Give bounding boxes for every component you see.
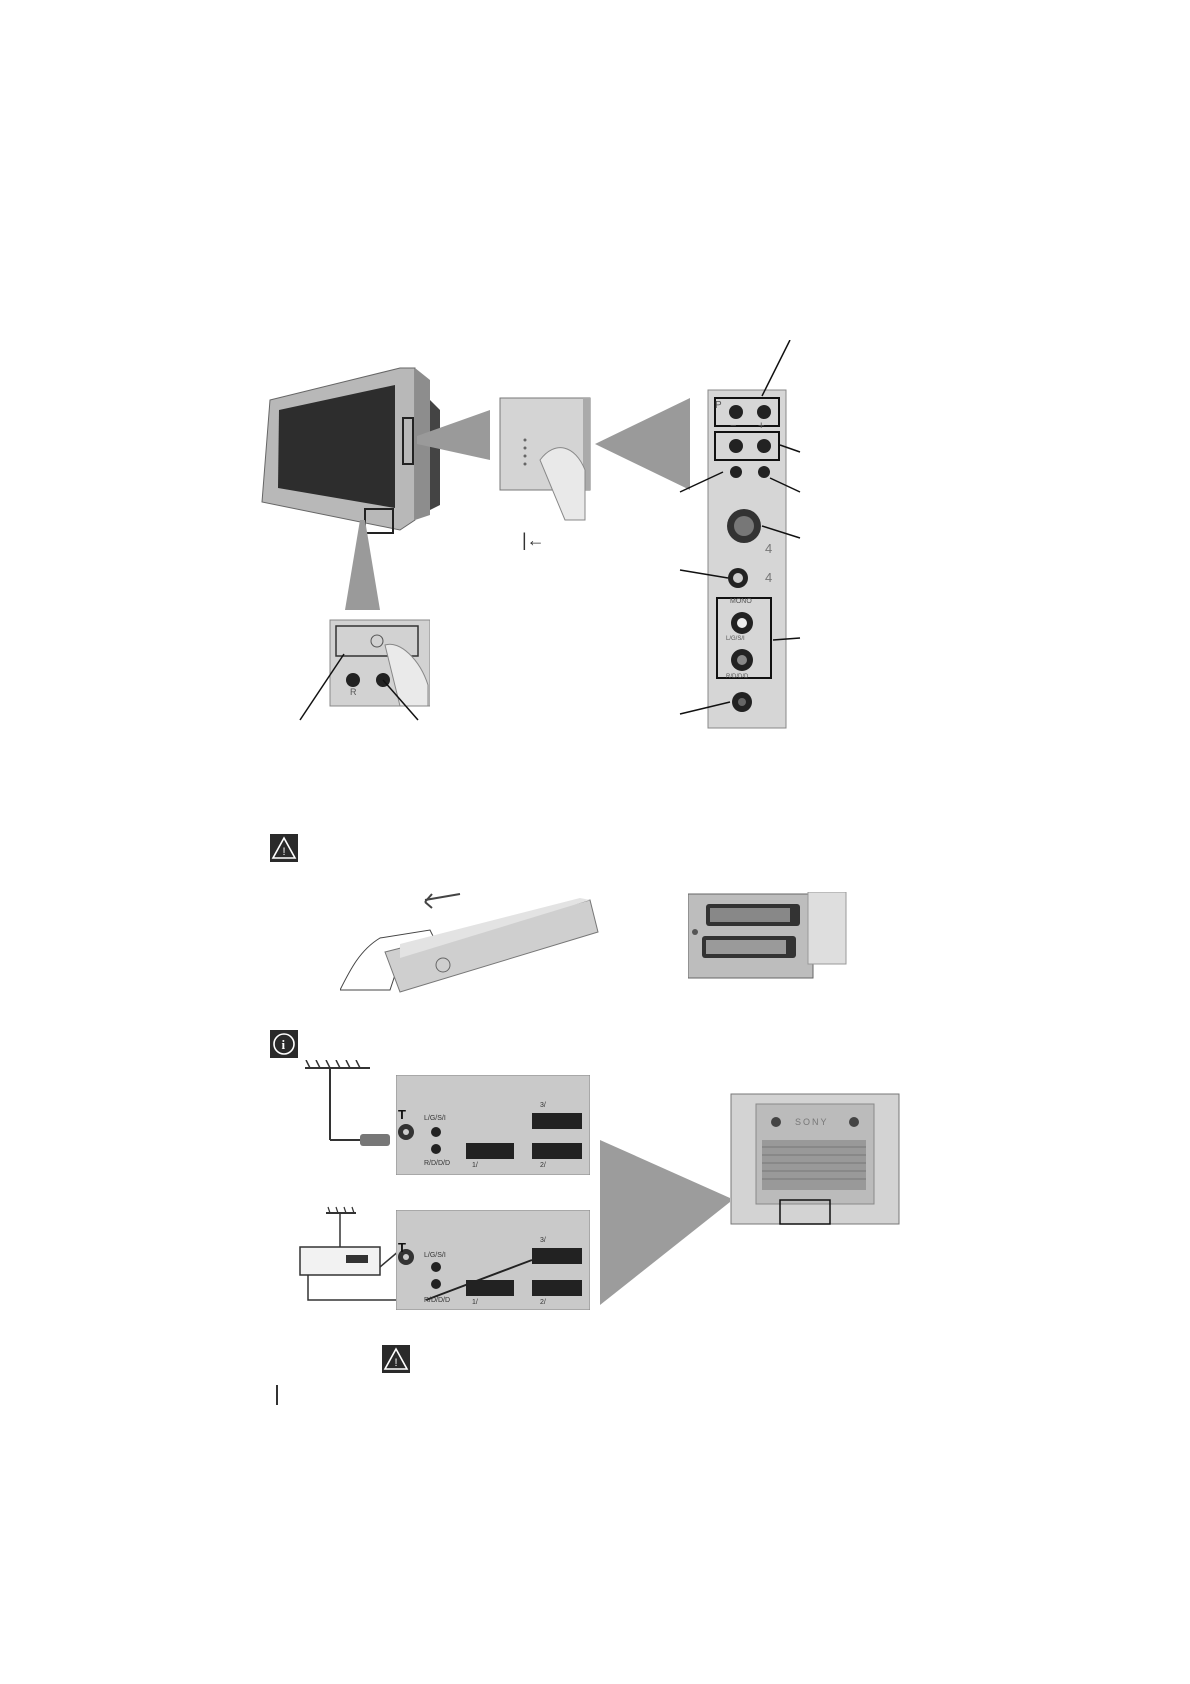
rear-panel-vcr-connection (396, 1210, 590, 1310)
warning-triangle-icon: ! (270, 834, 298, 862)
svg-text:!: ! (395, 1357, 398, 1369)
tv-rear-view (730, 1093, 900, 1225)
rear-audio-right-label: R/D/D/D (424, 1160, 451, 1167)
standby-detail-illustration (299, 520, 430, 721)
warning-triangle-icon-2: ! (382, 1345, 410, 1373)
antenna-socket-label-2: T (398, 1240, 406, 1255)
zoom-beam-front (595, 398, 690, 490)
svg-text:i: i (282, 1037, 286, 1052)
remote-cover-illustration (340, 893, 599, 993)
scart-1-label: 1/ (472, 1162, 478, 1169)
antenna-socket-label: T (398, 1107, 406, 1122)
rear-audio-left-label: L/G/S/I (424, 1115, 446, 1122)
scart-3-label: 3/ (540, 1102, 546, 1109)
antenna-cable-illustration (305, 1060, 390, 1146)
zoom-beam-side (417, 410, 490, 460)
page-margin-marker (276, 1385, 278, 1405)
front-connection-panel (707, 389, 787, 729)
plus-label: + (758, 420, 765, 432)
brand-logo: SONY (795, 1117, 829, 1127)
rear-panel-antenna-connection (396, 1075, 590, 1175)
scart-2-label: 2/ (540, 1162, 546, 1169)
scart-1-label-2: 1/ (472, 1299, 478, 1306)
zoom-beam-bottom (345, 520, 380, 610)
tv-front-view (261, 367, 440, 534)
mono-label: MONO (730, 598, 752, 605)
rear-audio-left-label-2: L/G/S/I (424, 1252, 446, 1259)
remote-button-label: R (350, 687, 357, 697)
minus-label: − (730, 420, 737, 432)
vcr-connection-illustration (299, 1206, 407, 1301)
battery-compartment-illustration (688, 892, 847, 979)
side-flap-illustration (499, 397, 591, 521)
scart-2-label-2: 2/ (540, 1299, 546, 1306)
open-flap-icon: |← (522, 530, 545, 550)
panel-leader-lines (679, 340, 801, 715)
audio-left-label: L/G/S/I (726, 636, 745, 642)
rear-audio-right-label-2: R/D/D/D (424, 1297, 451, 1304)
scart-3-label-2: 3/ (540, 1237, 546, 1244)
tv-overview-illustration: |← (261, 340, 801, 729)
svideo-input-label: 4 (765, 541, 773, 556)
program-label: P (715, 400, 722, 411)
audio-right-label: R/D/D/D (726, 674, 749, 680)
video-input-label: 4 (765, 570, 773, 585)
info-icon: i (270, 1030, 298, 1058)
zoom-beam-rear (600, 1140, 730, 1305)
svg-text:!: ! (283, 846, 286, 858)
